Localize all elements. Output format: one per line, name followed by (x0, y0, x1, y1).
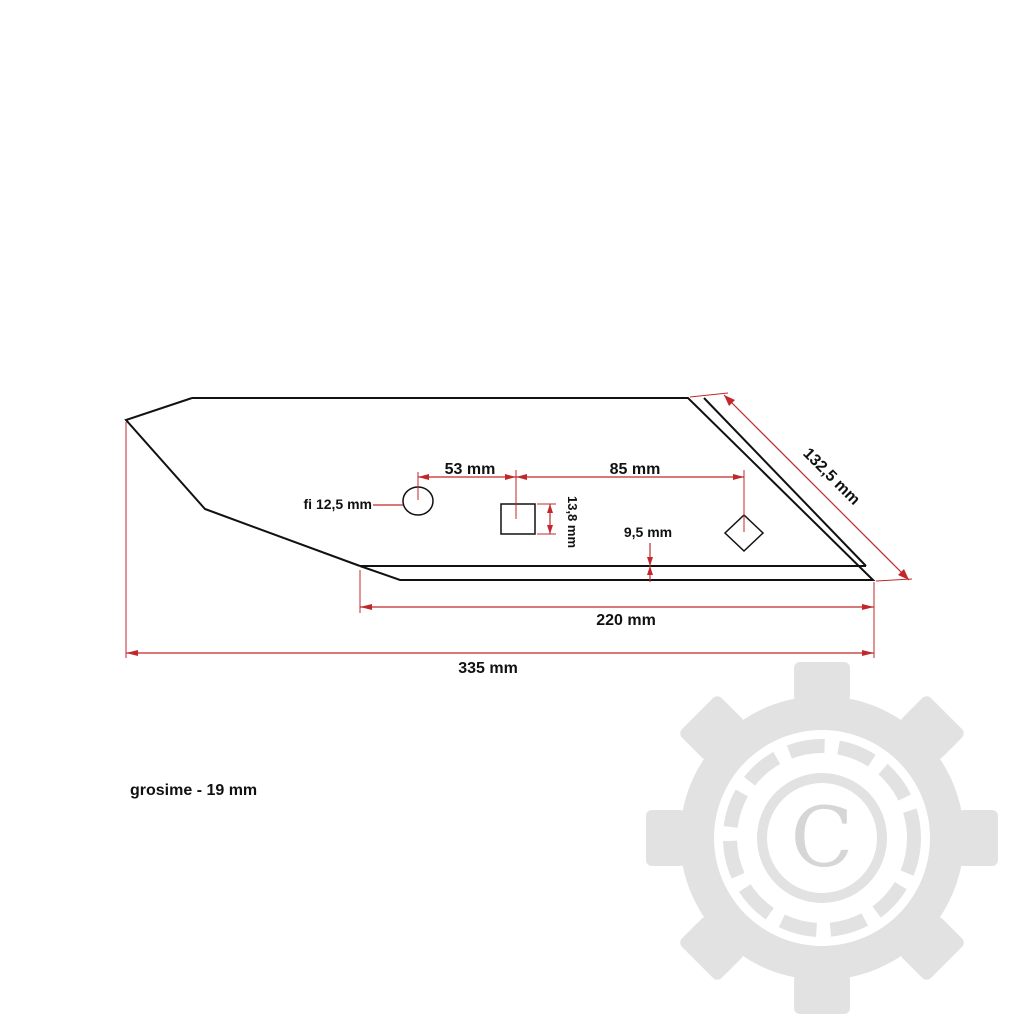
hole-to-square-label: 53 mm (445, 461, 496, 478)
square-height-label: 13,8 mm (565, 496, 580, 548)
square-hole (500, 503, 536, 535)
blade-outline (124, 397, 876, 581)
diagonal-length-label: 132,5 mm (799, 445, 863, 509)
watermark-letter: C (791, 791, 854, 886)
dimension-lines (125, 392, 913, 658)
gear-logo-icon: C (646, 662, 998, 1014)
total-length-label: 335 mm (458, 660, 518, 677)
edge-offset-label: 9,5 mm (624, 524, 672, 540)
thickness-note: grosime - 19 mm (130, 782, 257, 799)
diamond-hole (723, 513, 765, 553)
edge-length-label: 220 mm (596, 612, 656, 629)
square-to-diamond-label: 85 mm (610, 461, 661, 478)
hole-diameter-label: fi 12,5 mm (304, 496, 372, 512)
